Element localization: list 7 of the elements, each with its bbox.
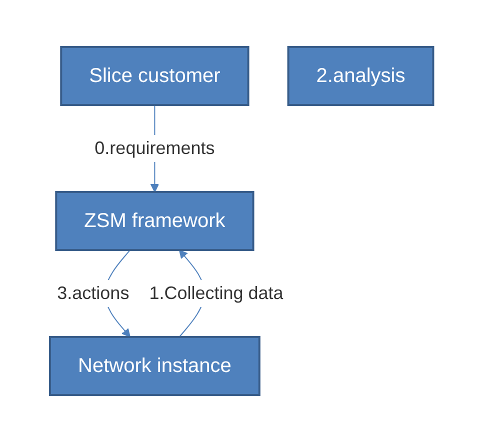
edge-label: 3.actions (57, 282, 130, 302)
edge-label: 0.requirements (94, 138, 215, 158)
node-box: Slice customer (60, 46, 250, 106)
node-box: 2.analysis (287, 46, 434, 106)
node-box: ZSM framework (55, 190, 254, 250)
node-box: Network instance (48, 336, 260, 396)
edge-label: 1.Collecting data (149, 282, 284, 302)
